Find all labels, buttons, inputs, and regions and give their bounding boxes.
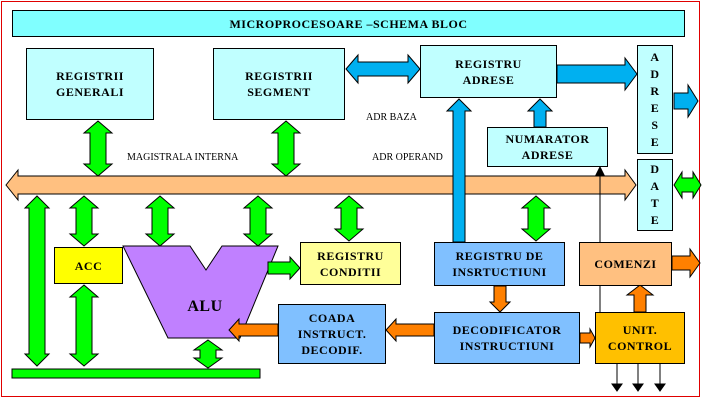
- adrese-letter: A: [650, 49, 660, 64]
- adrese-letter: E: [650, 100, 660, 115]
- numarator-adrese-block: NUMARATOR ADRESE: [487, 127, 608, 167]
- control-output-arrowhead: [654, 383, 666, 392]
- bus-arrow-left-bottom: [23, 195, 51, 367]
- adrese-letter: S: [651, 117, 659, 132]
- coada-instructiuni-block: COADA INSTRUCT. DECODIF.: [278, 304, 386, 364]
- date-port-block: D A T E: [637, 159, 673, 231]
- bus-arrow-alu-right: [242, 195, 274, 247]
- coada-to-alu-arrow: [228, 317, 279, 343]
- bus-arrow-acc-bottom: [68, 284, 100, 367]
- comenzi-external-arrow: [671, 247, 701, 279]
- magistrala-interna-label: MAGISTRALA INTERNA: [127, 152, 239, 163]
- alu-shape: [122, 245, 279, 339]
- numarator-feedback-arrowhead: [595, 165, 605, 176]
- registru-conditii-block: REGISTRU CONDITII: [300, 242, 401, 285]
- date-letter: A: [650, 179, 660, 193]
- adrese-letter: D: [650, 66, 660, 81]
- registru-instructiuni-block: REGISTRU DE INSRTUCTIUNI: [434, 242, 565, 286]
- control-output-arrowhead: [611, 383, 623, 392]
- control-to-comenzi-arrow: [625, 284, 655, 313]
- registru-adrese-block: REGISTRU ADRESE: [420, 45, 557, 98]
- registrii-segment-block: REGISTRII SEGMENT: [213, 48, 345, 120]
- adr-operand-label: ADR OPERAND: [372, 152, 443, 163]
- title-bar: MICROPROCESOARE –SCHEMA BLOC: [12, 10, 685, 37]
- date-letter: D: [650, 162, 660, 176]
- numarator-to-adrese-arrow: [526, 98, 554, 128]
- registrii-generali-block: REGISTRII GENERALI: [26, 48, 154, 120]
- adrese-external-arrow: [673, 83, 699, 119]
- alu-label: ALU: [187, 298, 223, 315]
- bottom-green-bus: [11, 368, 261, 379]
- bus-arrow-alu-left: [144, 195, 176, 247]
- decod-to-coada-arrow: [385, 317, 435, 343]
- instr-to-decod-arrow: [488, 285, 512, 313]
- alu-to-conditii-arrow: [267, 255, 301, 281]
- adrese-letter: R: [650, 83, 660, 98]
- control-output-arrowhead: [632, 383, 644, 392]
- bus-arrow-registrii-segment: [270, 120, 302, 177]
- internal-bus-arrow: [5, 168, 637, 202]
- adr-baza-label: ADR BAZA: [366, 112, 417, 123]
- adrese-to-port-arrow: [556, 56, 638, 92]
- alu-bottom-arrow: [192, 339, 224, 369]
- unitate-control-block: UNIT. CONTROL: [595, 312, 685, 364]
- bus-arrow-registru-instructiuni: [520, 195, 552, 242]
- bus-arrow-registrii-generali: [82, 120, 114, 177]
- adrese-port-block: A D R E S E: [637, 45, 673, 154]
- adrese-letter: E: [650, 134, 660, 149]
- bus-arrow-acc-top: [68, 195, 100, 247]
- date-letter: E: [650, 213, 660, 227]
- decodificator-block: DECODIFICATOR INSTRUCTIUNI: [434, 312, 580, 364]
- date-external-arrow: [673, 170, 702, 200]
- bus-arrow-registru-conditii: [333, 195, 365, 242]
- acc-block: ACC: [54, 247, 123, 284]
- instr-to-adrese-arrow: [445, 98, 473, 243]
- comenzi-block: COMENZI: [579, 242, 672, 286]
- decod-to-control-arrow: [579, 327, 596, 349]
- segment-adrese-arrow: [345, 53, 421, 85]
- date-letter: T: [650, 196, 660, 210]
